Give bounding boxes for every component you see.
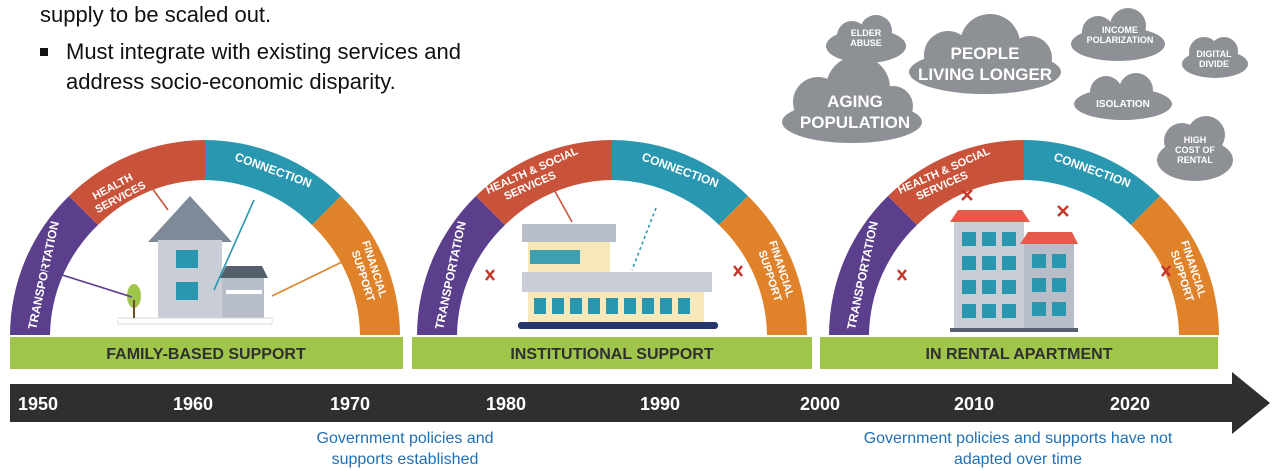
year-label: 2020: [1110, 394, 1150, 414]
cloud-aging-population: [782, 56, 922, 143]
year-label: 2010: [954, 394, 994, 414]
bullet-text: Must integrate with existing services an…: [66, 39, 461, 94]
era-label: FAMILY-BASED SUPPORT: [106, 346, 306, 363]
era-label: IN RENTAL APARTMENT: [926, 346, 1113, 363]
arc-segment-connection: [205, 140, 341, 225]
arc-institutional: TRANSPORTATION HEALTH & SOCIALSERVICES C…: [417, 140, 807, 335]
institution-building-illustration: [518, 224, 718, 329]
footer-note-established: Government policies and supports establi…: [285, 428, 525, 470]
apartment-building-illustration: [950, 210, 1078, 332]
cloud-high-cost-of-rental: [1157, 116, 1233, 181]
cross-icon: [485, 265, 743, 281]
era-bands: FAMILY-BASED SUPPORT INSTITUTIONAL SUPPO…: [10, 337, 1218, 369]
timeline: 1950 1960 1970 1980 1990 2000 2010 2020: [10, 372, 1270, 434]
arc-segment-transportation: [829, 196, 917, 335]
cloud-label: ISOLATION: [1096, 99, 1150, 110]
bullet-text: supply to be scaled out.: [40, 2, 272, 27]
arc-segment-financial: [312, 196, 400, 335]
bullet-marker: [40, 48, 48, 56]
arc-family-based: TRANSPORTATION HEALTHSERVICES CONNECTION…: [10, 140, 400, 335]
bullet-item: supply to be scaled out.: [40, 0, 740, 30]
year-label: 1970: [330, 394, 370, 414]
year-label: 1960: [173, 394, 213, 414]
cloud-digital-divide: [1182, 37, 1248, 78]
year-label: 1950: [18, 394, 58, 414]
arc-segment-health: [69, 140, 205, 225]
era-band: [10, 337, 403, 369]
arc-segment-health-social: [476, 140, 612, 225]
era-band: [412, 337, 812, 369]
footer-text: Government policies and supports establi…: [316, 430, 494, 468]
era-label: INSTITUTIONAL SUPPORT: [510, 346, 713, 363]
house-illustration: [117, 196, 273, 325]
arc-segment-transportation: [10, 196, 98, 335]
arc-segment-health-social: [888, 140, 1024, 225]
arc-segment-financial: [1131, 196, 1219, 335]
cloud-isolation: [1074, 73, 1172, 120]
arc-segment-financial: [719, 196, 807, 335]
bullet-list: supply to be scaled out. Must integrate …: [40, 0, 740, 97]
bullet-item: Must integrate with existing services an…: [40, 37, 486, 97]
year-label: 1990: [640, 394, 680, 414]
connector-arrows: [39, 187, 343, 298]
arc-segment-connection: [1024, 140, 1160, 225]
cloud-income-polarization: [1071, 8, 1165, 61]
year-label: 2000: [800, 394, 840, 414]
footer-note-not-adapted: Government policies and supports have no…: [838, 428, 1198, 470]
cloud-people-living-longer: [909, 14, 1061, 94]
year-label: 1980: [486, 394, 526, 414]
era-band: [820, 337, 1218, 369]
arc-segment-transportation: [417, 196, 505, 335]
arc-rental-apartment: TRANSPORTATION HEALTH & SOCIALSERVICES C…: [829, 140, 1219, 335]
arc-segment-connection: [612, 140, 748, 225]
connector-arrows: [551, 185, 657, 271]
cloud-elder-abuse: [826, 15, 906, 63]
cross-icon: [897, 189, 1171, 281]
footer-text: Government policies and supports have no…: [863, 430, 1173, 468]
timeline-arrow: [10, 372, 1270, 434]
